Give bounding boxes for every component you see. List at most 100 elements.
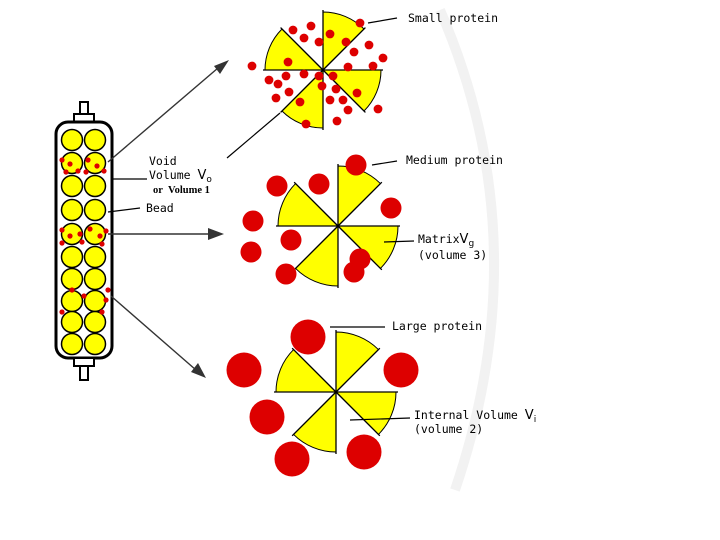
column-protein-dot — [83, 169, 89, 175]
column-bead — [83, 267, 107, 291]
small-protein-dot — [331, 84, 341, 94]
large-protein-dot — [346, 434, 382, 470]
label-volume1: Volume 1 — [167, 185, 210, 196]
small-protein-dot — [284, 87, 294, 97]
column-protein-dot — [94, 163, 100, 169]
column-bead — [60, 267, 84, 291]
small-protein-dot — [271, 93, 281, 103]
small-protein-dot — [306, 21, 316, 31]
column-protein-dot — [75, 168, 81, 174]
leader-matrix — [383, 240, 415, 243]
small-protein-dot — [247, 61, 257, 71]
medium-protein-dot — [308, 173, 330, 195]
column-bead — [83, 245, 107, 269]
column-protein-dot — [63, 169, 69, 175]
column-bead — [60, 310, 84, 334]
arrows — [107, 60, 229, 378]
large-protein-dot — [290, 319, 326, 355]
small-protein-dot — [341, 37, 351, 47]
wheel-wedge — [294, 224, 339, 287]
wheel-wedge — [337, 165, 382, 228]
column-protein-dot — [59, 227, 65, 233]
small-protein-dot — [349, 47, 359, 57]
medium-protein-dot — [242, 210, 264, 232]
small-protein-dot — [317, 81, 327, 91]
column-protein-dot — [81, 293, 87, 299]
label-internal-volume: (volume 2) — [414, 422, 484, 436]
wheel-spoke — [335, 347, 381, 393]
column-protein-dot — [85, 157, 91, 163]
small-protein-dot — [343, 62, 353, 72]
wheel-spoke — [293, 181, 339, 227]
label-void-symbol: Vo — [197, 168, 212, 185]
label-void-volume-text: Volume — [149, 168, 191, 182]
small-protein-dot — [325, 95, 335, 105]
small-protein-dot — [273, 79, 283, 89]
label-internal-text: Internal Volume — [414, 408, 518, 422]
medium-protein-dot — [343, 261, 365, 283]
column-protein-dot — [99, 241, 105, 247]
wheel-wedge — [277, 182, 340, 227]
wheel-wedge — [264, 28, 325, 71]
label-void: Void — [149, 154, 177, 168]
label-matrix-volume: (volume 3) — [418, 248, 488, 262]
column-bead — [83, 151, 107, 175]
label-medium-protein: Medium protein — [406, 153, 503, 167]
arrow-head-large — [191, 363, 206, 378]
column-protein-dot — [103, 228, 109, 234]
large-protein-dot — [274, 441, 310, 477]
column-protein-dot — [59, 309, 65, 315]
column-bead — [60, 174, 84, 198]
column-protein-dot — [67, 161, 73, 167]
column-protein-dot — [67, 233, 73, 239]
wheel-spoke — [291, 347, 337, 393]
column-bottom-stem — [79, 365, 89, 381]
medium-protein-dot — [380, 197, 402, 219]
column-protein-dot — [79, 239, 85, 245]
wheel-spoke — [291, 391, 337, 437]
small-protein-dot — [352, 88, 362, 98]
wheel-spoke — [280, 27, 324, 71]
background-arc — [435, 8, 499, 492]
column-protein-dot — [99, 309, 105, 315]
void-symbol-v: V — [197, 168, 207, 183]
column-protein-dot — [77, 231, 83, 237]
small-protein-dot — [314, 71, 324, 81]
small-protein-dot — [264, 75, 274, 85]
leader-small-protein — [367, 17, 398, 24]
leader-medium-protein — [371, 160, 398, 166]
small-protein-dot — [283, 57, 293, 67]
void-symbol-sub: o — [206, 175, 212, 185]
small-protein-dot — [338, 95, 348, 105]
wheel-spoke — [337, 225, 383, 271]
wheel-spoke — [335, 391, 381, 437]
large-protein-dot — [383, 352, 419, 388]
column-protein-dot — [101, 168, 107, 174]
matrix-symbol-sub: g — [468, 239, 475, 249]
small-protein-dot — [314, 37, 324, 47]
wheel-wedge — [334, 391, 397, 436]
label-void-or: or — [153, 185, 163, 196]
label-void-volume: Volume Vo — [149, 169, 212, 187]
column-bead — [83, 198, 107, 222]
arrow-to-small-protein — [107, 67, 219, 163]
wheel-spoke — [293, 225, 339, 271]
large-protein-dot — [249, 399, 285, 435]
bead-wheel-medium — [276, 164, 400, 288]
small-protein-dot — [299, 33, 309, 43]
matrix-symbol-v: V — [459, 232, 469, 247]
column-bead — [83, 128, 107, 152]
medium-protein-dot — [240, 241, 262, 263]
small-protein-dot — [288, 25, 298, 35]
label-internal-symbol: Vi — [524, 408, 536, 425]
arrow-head-medium — [208, 228, 224, 240]
label-matrix-text: Matrix — [418, 232, 460, 246]
column-bead — [60, 128, 84, 152]
small-protein-dot — [378, 53, 388, 63]
small-protein-dot — [343, 105, 353, 115]
small-protein-dot — [325, 29, 335, 39]
small-protein-dot — [299, 69, 309, 79]
internal-symbol-v: V — [524, 408, 534, 423]
column-bead — [83, 174, 107, 198]
